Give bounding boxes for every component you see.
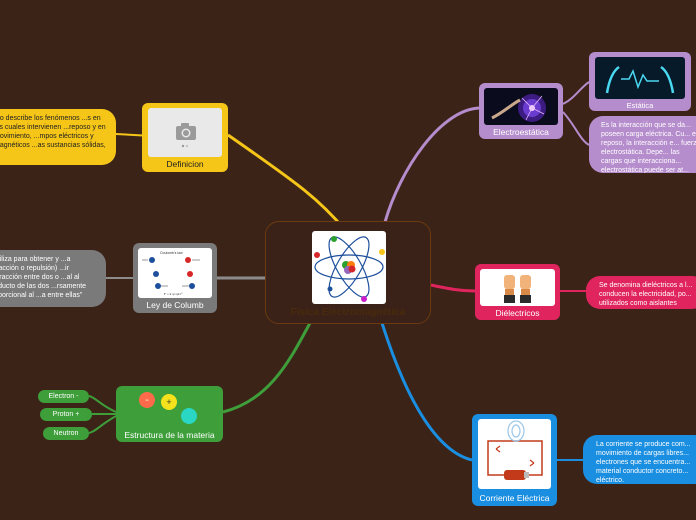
- coulomb-diagram-icon: Coulomb's law F = k q1q2/r²: [138, 248, 212, 298]
- estructura-label: Estructura de la materia: [124, 430, 215, 440]
- glowing-hands-icon: [595, 57, 685, 99]
- svg-text:Coulomb's law: Coulomb's law: [160, 251, 183, 255]
- estatica-label: Estática: [626, 101, 654, 110]
- node-corriente[interactable]: Corriente Eléctrica: [472, 414, 557, 506]
- particle-electron[interactable]: Electron -: [38, 390, 89, 403]
- svg-text:F = k q1q2/r²: F = k q1q2/r²: [164, 292, 182, 296]
- svg-text:-: -: [145, 395, 148, 406]
- dielectricos-label: Diélectricos: [495, 308, 540, 318]
- svg-text:+: +: [166, 397, 171, 407]
- particles-icon: - +: [136, 389, 206, 425]
- electroestatica-label: Electroestática: [493, 127, 549, 137]
- definicion-label: Definicion: [166, 159, 204, 169]
- central-title: Física Electromagnética: [290, 307, 406, 318]
- plasma-ball-icon: [484, 88, 558, 125]
- raised-fists-icon: [480, 269, 555, 306]
- node-ley-de-columb[interactable]: Coulomb's law F = k q1q2/r² Ley de Colum…: [133, 243, 217, 313]
- coulomb-label: Ley de Columb: [146, 300, 204, 310]
- atom-icon: [312, 231, 386, 304]
- central-node[interactable]: Física Electromagnética: [265, 221, 431, 324]
- node-electroestatica[interactable]: Electroestática: [479, 83, 563, 139]
- particle-proton[interactable]: Proton +: [40, 408, 92, 421]
- electroestatica-description: Es la interacción que se da... poseen ca…: [589, 116, 696, 173]
- node-dielectricos[interactable]: Diélectricos: [475, 264, 560, 320]
- definicion-description: ...o describe los fenómenos ...s en los …: [0, 109, 116, 165]
- particle-neutron[interactable]: Neutron: [43, 427, 89, 440]
- electric-circuit-icon: [478, 419, 551, 489]
- corriente-label: Corriente Eléctrica: [479, 493, 550, 503]
- node-definicion[interactable]: Definicion: [142, 103, 228, 172]
- camera-icon: [148, 108, 222, 157]
- dielectricos-description: Se denomina dieléctricos a l... conducen…: [586, 276, 696, 309]
- node-estatica[interactable]: Estática: [589, 52, 691, 111]
- node-estructura[interactable]: - + Estructura de la materia: [116, 386, 223, 442]
- corriente-description: La corriente se produce com... movimient…: [583, 435, 696, 484]
- coulomb-description: ...utiliza para obtener y ...a (atracció…: [0, 250, 106, 307]
